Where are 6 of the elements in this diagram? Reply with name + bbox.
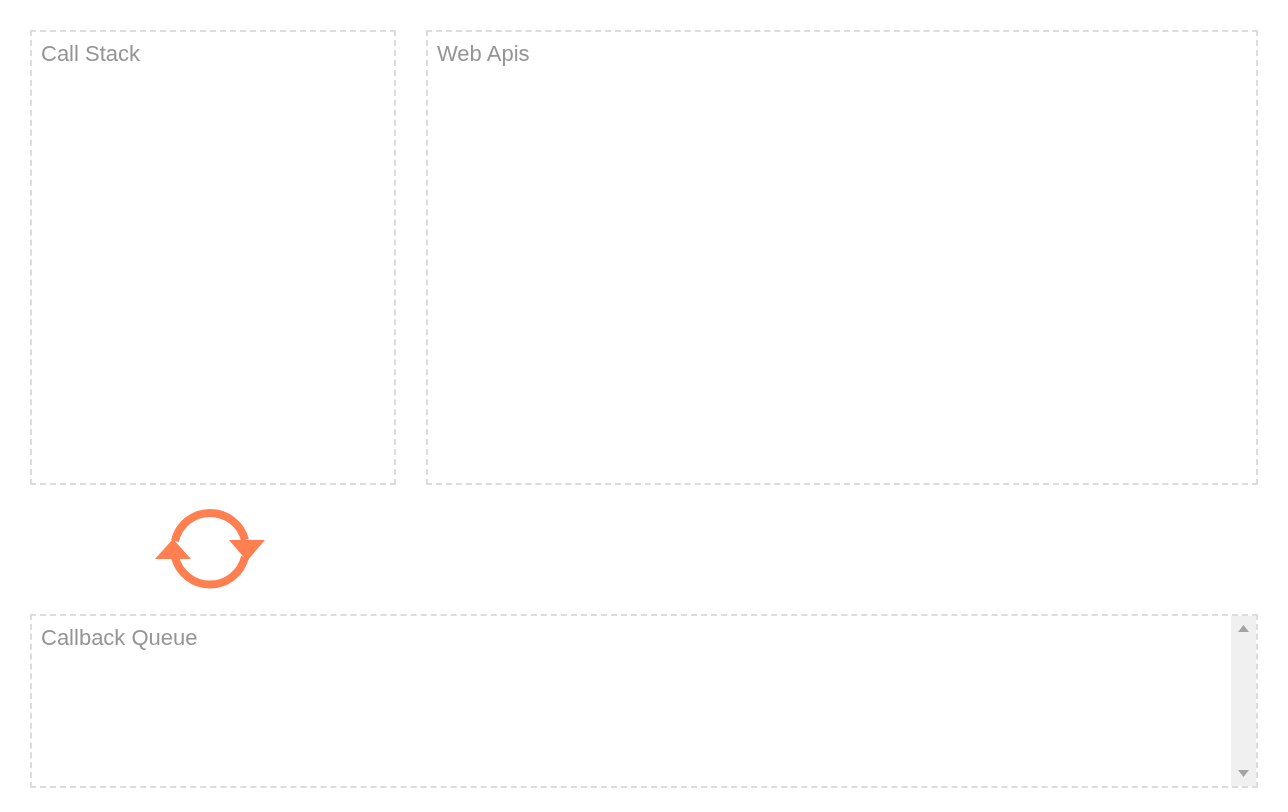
panel <box>426 30 1258 485</box>
panel-title: Callback Queue <box>41 625 198 651</box>
panel-title: Call Stack <box>41 41 141 67</box>
panel <box>30 30 396 485</box>
panel-title: Web Apis <box>437 41 530 67</box>
panel <box>30 614 1258 788</box>
